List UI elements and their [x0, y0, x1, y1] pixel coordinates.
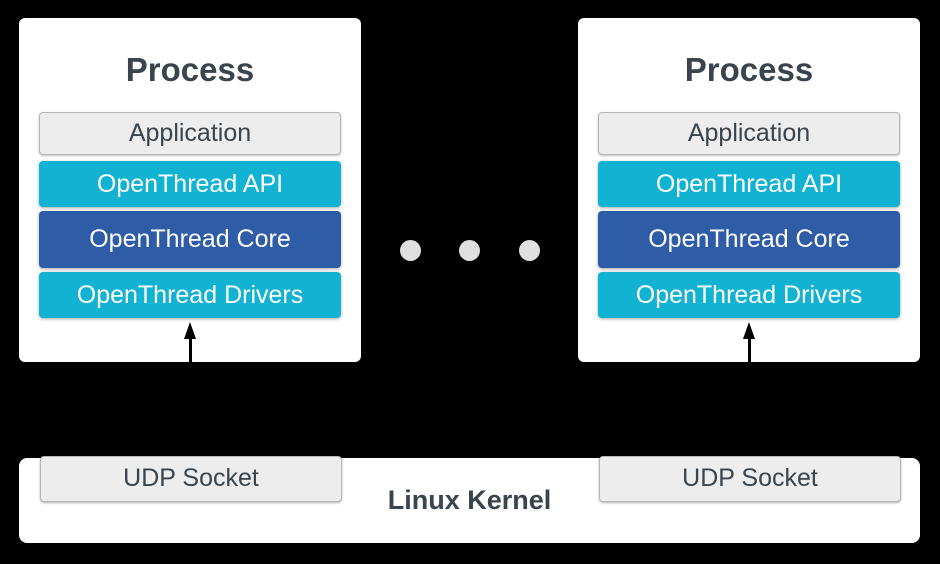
- openthread-core-layer: OpenThread Core: [39, 211, 341, 268]
- openthread-drivers-layer: OpenThread Drivers: [39, 272, 341, 318]
- udp-socket-left: UDP Socket: [40, 456, 342, 502]
- ellipsis-dot: [459, 240, 480, 261]
- process-box-left: Process Application OpenThread API OpenT…: [19, 18, 361, 362]
- arrow-line: [189, 336, 192, 458]
- process-title: Process: [684, 51, 814, 88]
- arrow-head-icon: [743, 322, 755, 339]
- openthread-api-layer: OpenThread API: [598, 161, 900, 207]
- process-title: Process: [125, 51, 255, 88]
- ellipsis-dot: [519, 240, 540, 261]
- udp-socket-right: UDP Socket: [599, 456, 901, 502]
- arrow-head-icon: [184, 322, 196, 339]
- application-layer: Application: [598, 112, 900, 155]
- openthread-core-layer: OpenThread Core: [598, 211, 900, 268]
- openthread-drivers-layer: OpenThread Drivers: [598, 272, 900, 318]
- process-box-right: Process Application OpenThread API OpenT…: [578, 18, 920, 362]
- ellipsis-dot: [400, 240, 421, 261]
- arrow-line: [748, 336, 751, 458]
- linux-kernel-label: Linux Kernel: [387, 485, 552, 515]
- openthread-api-layer: OpenThread API: [39, 161, 341, 207]
- application-layer: Application: [39, 112, 341, 155]
